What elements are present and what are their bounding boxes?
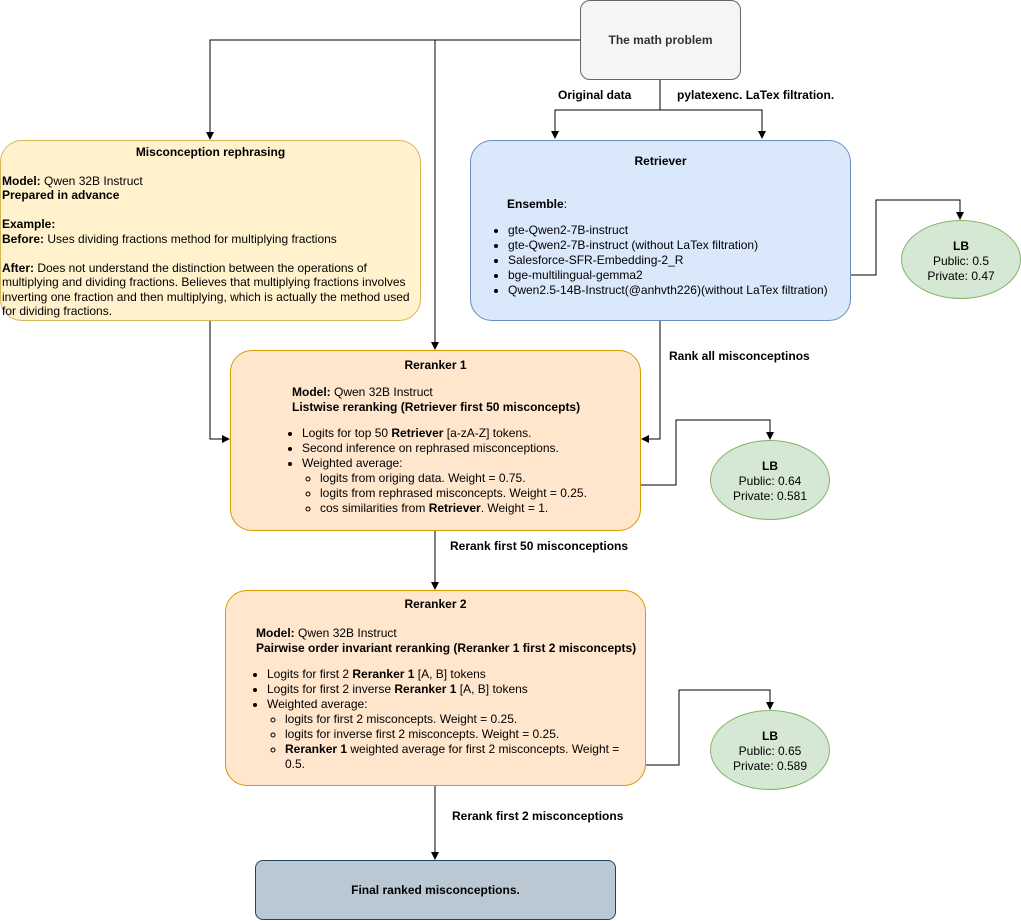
rephrasing-model: Model: Qwen 32B Instruct (2, 174, 143, 188)
retriever-title: Retriever (634, 154, 687, 168)
edge-label-rank-all: Rank all misconceptinos (669, 349, 810, 363)
retriever-ensemble-label: Ensemble: (507, 197, 568, 211)
math-problem-label: The math problem (608, 33, 713, 47)
retriever-model-item: bge-multilingual-gemma2 (508, 268, 828, 283)
edge-reranker1-to-lb2 (641, 419, 774, 486)
retriever-model-item: gte-Qwen2-7B-instruct (without LaTex fil… (508, 238, 828, 253)
reranker1-mode: Listwise reranking (Retriever first 50 m… (292, 400, 581, 414)
reranker1-substep: logits from origing data. Weight = 0.75. (320, 471, 587, 486)
lb-retriever-score: LB Public: 0.5 Private: 0.47 (901, 220, 1021, 299)
reranker2-substep: logits for inverse first 2 misconcepts. … (285, 727, 619, 742)
edge-reranker2-to-lb3 (646, 689, 774, 766)
edge-problem-to-retriever-latex (660, 109, 766, 139)
edge-label-rerank-50: Rerank first 50 misconceptions (450, 539, 629, 553)
rephrasing-after-line-2: multiplying and dividing fractions. Beli… (2, 275, 406, 289)
reranker1-node: Reranker 1 Model: Qwen 32B Instruct List… (230, 350, 641, 531)
lb-title: LB (953, 239, 969, 253)
reranker2-steps: Logits for first 2 Reranker 1 [A, B] tok… (249, 667, 619, 772)
final-label: Final ranked misconceptions. (351, 883, 520, 897)
reranker1-step: Weighted average: logits from origing da… (302, 456, 587, 516)
reranker2-step: Weighted average: logits for first 2 mis… (267, 697, 619, 772)
reranker1-substep: cos similarities from Retriever. Weight … (320, 501, 587, 516)
final-node: Final ranked misconceptions. (255, 860, 616, 920)
reranker2-step: Logits for first 2 Reranker 1 [A, B] tok… (267, 667, 619, 682)
reranker1-model: Model: Qwen 32B Instruct (292, 385, 433, 399)
lb-public-score: Public: 0.64 (738, 474, 802, 488)
reranker1-title: Reranker 1 (404, 358, 467, 372)
reranker1-step: Logits for top 50 Retriever [a-zA-Z] tok… (302, 426, 587, 441)
reranker2-step: Logits for first 2 inverse Reranker 1 [A… (267, 682, 619, 697)
rephrasing-after-line-4: for dividing fractions. (2, 304, 113, 318)
lb-public-score: Public: 0.5 (932, 254, 990, 268)
rephrasing-before: Before: Uses dividing fractions method f… (2, 232, 337, 246)
lb-private-score: Private: 0.581 (732, 489, 808, 503)
lb-public-score: Public: 0.65 (738, 744, 802, 758)
lb-reranker2-score: LB Public: 0.65 Private: 0.589 (710, 710, 830, 790)
reranker2-mode: Pairwise order invariant reranking (Rera… (256, 641, 637, 655)
rephrasing-node: Misconception rephrasing Model: Qwen 32B… (0, 140, 421, 321)
edge-problem-to-rephrasing (206, 39, 580, 140)
edge-problem-to-retriever (551, 80, 661, 139)
retriever-model-item: gte-Qwen2-7B-instruct (508, 223, 828, 238)
lb-title: LB (762, 729, 778, 743)
edge-label-latex-filtration: pylatexenc. LaTex filtration. (677, 88, 835, 102)
reranker2-node: Reranker 2 Model: Qwen 32B Instruct Pair… (225, 590, 646, 786)
rephrasing-example-label: Example: (2, 217, 56, 231)
edge-retriever-to-reranker1 (641, 321, 661, 443)
rephrasing-after-line-1: After: Does not understand the distincti… (2, 261, 367, 275)
lb-reranker1-score: LB Public: 0.64 Private: 0.581 (710, 440, 830, 520)
lb-private-score: Private: 0.589 (732, 759, 808, 773)
retriever-model-item: Qwen2.5-14B-Instruct(@anhvth226)(without… (508, 283, 828, 298)
edge-label-original-data: Original data (558, 88, 632, 102)
lb-title: LB (762, 459, 778, 473)
reranker2-substep: Reranker 1 weighted average for first 2 … (285, 742, 619, 772)
rephrasing-prepared: Prepared in advance (2, 188, 120, 202)
reranker2-model: Model: Qwen 32B Instruct (256, 626, 397, 640)
reranker1-step: Second inference on rephrased misconcept… (302, 441, 587, 456)
math-problem-node: The math problem (580, 0, 741, 80)
reranker1-substep: logits from rephrased misconcepts. Weigh… (320, 486, 587, 501)
edge-retriever-to-lb1 (851, 199, 964, 276)
retriever-model-list: gte-Qwen2-7B-instruct gte-Qwen2-7B-instr… (490, 223, 828, 298)
rephrasing-after-line-3: inverting one fraction and then multiply… (2, 290, 410, 304)
reranker2-title: Reranker 2 (404, 597, 467, 611)
edge-rephrasing-to-reranker1 (209, 321, 230, 443)
lb-private-score: Private: 0.47 (927, 269, 995, 283)
edge-label-rerank-2: Rerank first 2 misconceptions (452, 809, 624, 823)
reranker2-substep: logits for first 2 misconcepts. Weight =… (285, 712, 619, 727)
rephrasing-title: Misconception rephrasing (135, 145, 286, 159)
reranker1-steps: Logits for top 50 Retriever [a-zA-Z] tok… (284, 426, 587, 516)
retriever-model-item: Salesforce-SFR-Embedding-2_R (508, 253, 828, 268)
retriever-node: Retriever Ensemble: gte-Qwen2-7B-instruc… (470, 140, 851, 321)
